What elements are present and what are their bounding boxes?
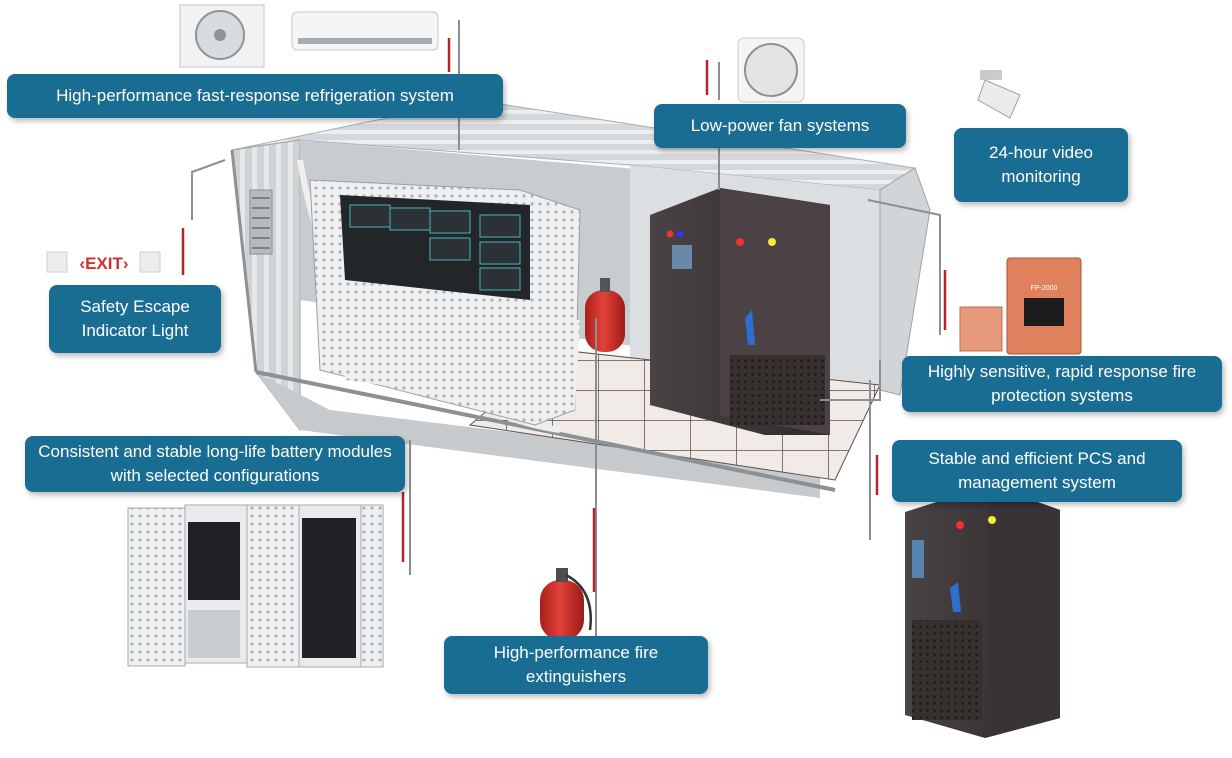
cctv-camera	[977, 70, 1021, 119]
callout-fire-protection-text: Highly sensitive, rapid response fire pr…	[927, 362, 1197, 405]
outdoor-ac-unit	[179, 4, 265, 68]
exit-sign-text: ‹EXIT›	[79, 254, 129, 273]
callout-pcs-system: Stable and efficient PCS and management …	[892, 440, 1182, 502]
callout-fan-text: Low-power fan systems	[690, 116, 870, 135]
indoor-ac-unit	[291, 11, 439, 51]
callout-fire-extinguishers: High-performance fire extinguishers	[444, 636, 708, 694]
pcs-cabinet-interior	[650, 188, 830, 435]
callout-battery-text: Consistent and stable long-life battery …	[38, 442, 392, 485]
exit-sign: ‹EXIT›	[47, 252, 165, 276]
battery-rack-interior	[309, 179, 581, 426]
callout-battery-modules: Consistent and stable long-life battery …	[25, 436, 405, 492]
callout-refrigeration-system: High-performance fast-response refrigera…	[7, 74, 503, 118]
fire-alarm-control-panel: FP-2000	[959, 257, 1082, 355]
callout-video-text: 24-hour video monitoring	[989, 143, 1093, 186]
callout-fire-protection: Highly sensitive, rapid response fire pr…	[902, 356, 1222, 412]
exit-text: EXIT	[85, 254, 123, 273]
callout-safety-escape-light: Safety Escape Indicator Light	[49, 285, 221, 353]
callout-refrigeration-text: High-performance fast-response refrigera…	[56, 86, 454, 105]
callout-extinguisher-text: High-performance fire extinguishers	[493, 643, 659, 686]
exit-sign-icon	[46, 251, 161, 273]
pcs-cabinet	[905, 485, 1060, 738]
accent-marks	[181, 38, 947, 592]
fire-extinguisher	[540, 568, 592, 640]
callout-pcs-text: Stable and efficient PCS and management …	[928, 449, 1146, 492]
vent-louver	[249, 189, 273, 255]
callout-video-monitoring: 24-hour video monitoring	[954, 128, 1128, 202]
battery-cabinet	[127, 504, 384, 668]
wall-fan	[737, 37, 805, 103]
callout-fan-systems: Low-power fan systems	[654, 104, 906, 148]
callout-escape-text: Safety Escape Indicator Light	[80, 297, 190, 340]
fire-panel-label: FP-2000	[1031, 285, 1058, 292]
